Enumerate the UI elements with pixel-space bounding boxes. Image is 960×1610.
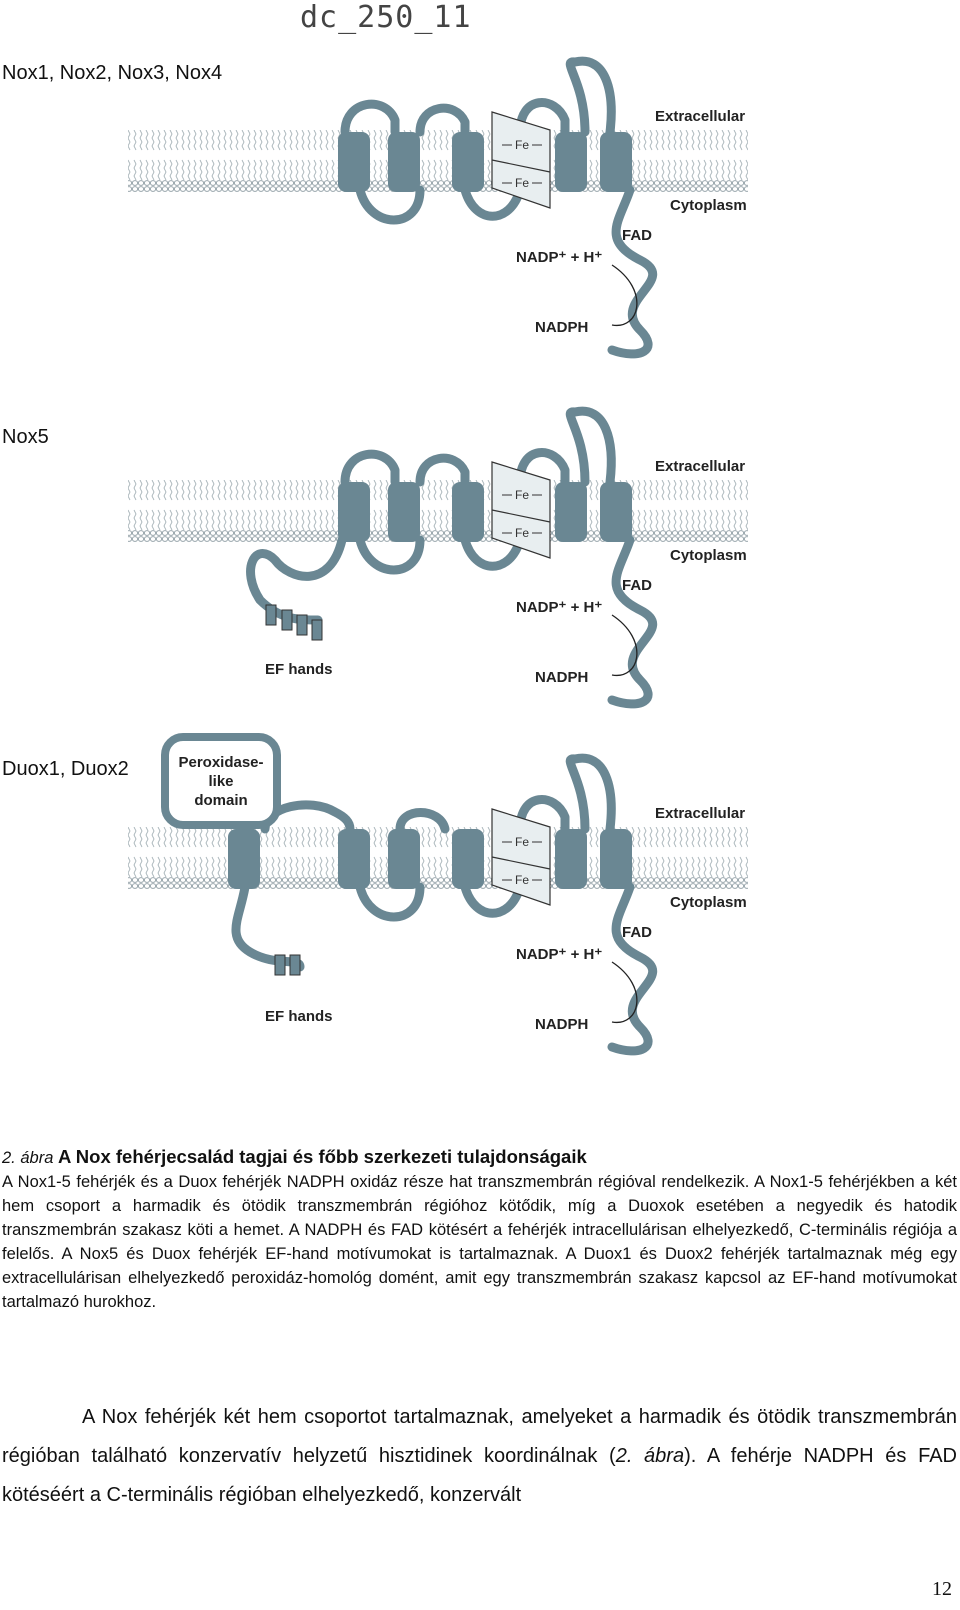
transmembrane-helices — [338, 482, 632, 542]
ef-hand-motifs — [274, 954, 301, 976]
ef-hand-motifs — [265, 604, 323, 641]
page-number: 12 — [932, 1578, 952, 1600]
peroxidase-label-line1: Peroxidase- — [178, 754, 263, 771]
nadph-arrow — [611, 614, 638, 676]
protein-chain — [231, 753, 658, 1056]
heme-plane: Fe Fe — [491, 808, 551, 906]
nadph-label: NADPH — [535, 1016, 588, 1033]
cytoplasm-label: Cytoplasm — [670, 197, 747, 214]
transmembrane-helices — [338, 132, 632, 192]
nadp-label: NADP⁺ + H⁺ — [516, 599, 602, 616]
caption-text: A Nox1-5 fehérjék és a Duox fehérjék NAD… — [2, 1173, 957, 1311]
fad-label: FAD — [622, 227, 652, 244]
heme-plane: Fe Fe — [491, 461, 551, 559]
nadp-label: NADP⁺ + H⁺ — [516, 946, 602, 963]
nadph-arrow — [611, 264, 638, 326]
fe-label: Fe — [515, 873, 529, 887]
extracellular-label: Extracellular — [655, 108, 745, 125]
fe-label: Fe — [515, 488, 529, 502]
ef-hands-label: EF hands — [265, 661, 333, 678]
body-text-end: ). A fehérje NADPH és FAD kötéséért a C-… — [2, 1445, 957, 1506]
cytoplasm-label: Cytoplasm — [670, 547, 747, 564]
panel-nox5: Fe Fe Extracellular Cytoplasm FAD NADP⁺ … — [128, 406, 748, 709]
figure-caption: 2. ábra A Nox fehérjecsalád tagjai és fő… — [2, 1145, 957, 1314]
extracellular-label: Extracellular — [655, 805, 745, 822]
body-text-start: A Nox fehérjék két hem csoportot tartalm… — [2, 1406, 957, 1467]
membrane-bilayer — [128, 480, 748, 542]
panel-title-nox1-4: Nox1, Nox2, Nox3, Nox4 — [2, 62, 223, 84]
panel-duox: Peroxidase- like domain Fe — [128, 733, 748, 1056]
body-paragraph: A Nox fehérjék két hem csoportot tartalm… — [2, 1398, 957, 1515]
fe-label: Fe — [515, 176, 529, 190]
transmembrane-helices — [228, 829, 632, 889]
nadp-label: NADP⁺ + H⁺ — [516, 249, 602, 266]
fe-label: Fe — [515, 138, 529, 152]
figure-title: A Nox fehérjecsalád tagjai és főbb szerk… — [57, 1146, 587, 1167]
fe-label: Fe — [515, 526, 529, 540]
extracellular-label: Extracellular — [655, 458, 745, 475]
figure-number: 2. ábra — [2, 1149, 54, 1167]
nadph-label: NADPH — [535, 669, 588, 686]
panel-title-nox5: Nox5 — [2, 426, 49, 448]
nadph-arrow — [611, 961, 638, 1023]
panel-title-duox: Duox1, Duox2 — [2, 758, 129, 780]
caption-heading: 2. ábra A Nox fehérjecsalád tagjai és fő… — [2, 1145, 957, 1170]
membrane-bilayer — [128, 827, 748, 889]
document-id: dc_250_11 — [300, 0, 472, 35]
peroxidase-label-line3: domain — [194, 792, 247, 809]
nadph-label: NADPH — [535, 319, 588, 336]
protein-chain — [246, 406, 658, 709]
heme-plane: Fe Fe — [491, 111, 551, 209]
nox-family-diagram: Fe Fe Extracellular Cytoplasm FAD NADP⁺ … — [128, 56, 748, 1056]
peroxidase-domain: Peroxidase- like domain — [161, 733, 281, 829]
fe-label: Fe — [515, 835, 529, 849]
cytoplasm-label: Cytoplasm — [670, 894, 747, 911]
protein-chain — [340, 56, 658, 359]
ef-hands-label: EF hands — [265, 1008, 333, 1025]
fad-label: FAD — [622, 924, 652, 941]
fad-label: FAD — [622, 577, 652, 594]
peroxidase-label-line2: like — [208, 773, 233, 790]
panel-nox1-4: Fe Fe Extracellular Cytoplasm FAD NADP⁺ … — [128, 56, 748, 359]
membrane-bilayer — [128, 130, 748, 192]
figure-reference: 2. ábra — [615, 1445, 685, 1467]
